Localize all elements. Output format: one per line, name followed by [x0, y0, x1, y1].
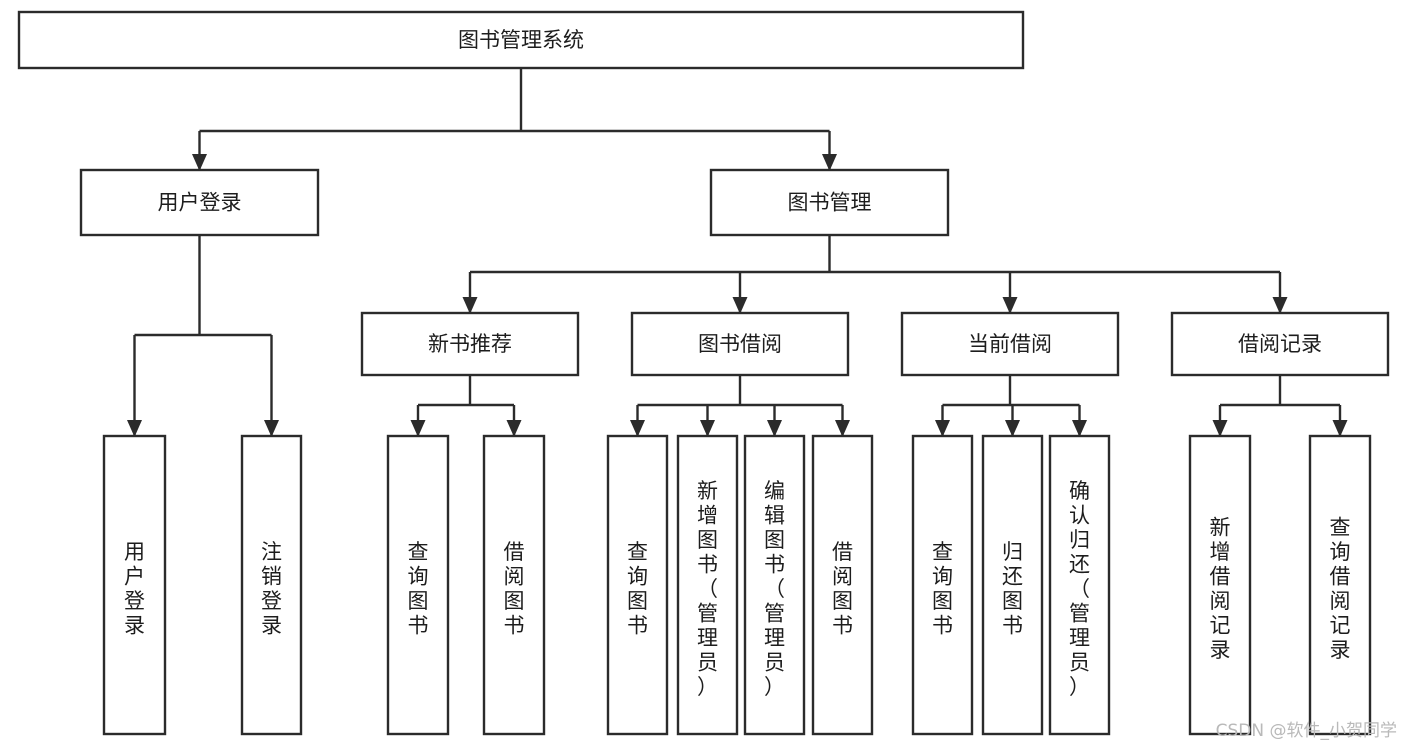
link-borrow-record-arrow-0	[1212, 420, 1228, 437]
node-box-book-borrow	[630, 311, 850, 377]
node-borrow-book-2[interactable]: 借阅图书	[811, 434, 874, 736]
node-label-root: 图书管理系统	[458, 28, 584, 52]
link-book-manage-arrow-1	[732, 297, 748, 314]
node-box-borrow-book-1	[482, 434, 546, 736]
node-query-borrow-record[interactable]: 查询借阅记录	[1308, 434, 1372, 736]
node-box-new-book-recommend	[360, 311, 580, 377]
node-label-confirm-return-admin: 确认归还（管理员）	[1069, 479, 1090, 699]
node-label-book-manage: 图书管理	[788, 191, 872, 215]
node-box-user-logout	[240, 434, 303, 736]
node-boxes-layer: 图书管理系统用户登录用户登录注销登录图书管理新书推荐查询图书借阅图书图书借阅查询…	[17, 10, 1390, 736]
node-edit-book-admin[interactable]: 编辑图书（管理员）	[743, 434, 806, 736]
node-box-book-manage	[709, 168, 950, 237]
link-book-manage-arrow-2	[1002, 297, 1018, 314]
link-current-borrow-arrow-1	[1005, 420, 1020, 437]
node-label-user-logout: 注销登录	[261, 540, 282, 638]
node-box-confirm-return-admin	[1048, 434, 1111, 736]
link-book-borrow-arrow-1	[700, 420, 715, 437]
node-label-current-borrow: 当前借阅	[968, 332, 1052, 356]
node-return-book[interactable]: 归还图书	[981, 434, 1044, 736]
node-query-book-1[interactable]: 查询图书	[386, 434, 450, 736]
node-user-login-do[interactable]: 用户登录	[102, 434, 167, 736]
link-user-login-arrow-1	[264, 420, 279, 437]
link-current-borrow-arrow-0	[935, 420, 950, 437]
node-label-user-login-do: 用户登录	[124, 540, 145, 638]
node-label-query-borrow-record: 查询借阅记录	[1330, 516, 1351, 663]
node-box-query-book-3	[911, 434, 974, 736]
node-new-book-recommend[interactable]: 新书推荐	[360, 311, 580, 377]
node-box-query-borrow-record	[1308, 434, 1372, 736]
node-box-current-borrow	[900, 311, 1120, 377]
node-confirm-return-admin[interactable]: 确认归还（管理员）	[1048, 434, 1111, 736]
node-current-borrow[interactable]: 当前借阅	[900, 311, 1120, 377]
node-book-borrow[interactable]: 图书借阅	[630, 311, 850, 377]
link-book-manage-arrow-0	[462, 297, 478, 314]
link-user-login-arrow-0	[127, 420, 142, 437]
connector-links-layer	[127, 68, 1348, 437]
node-query-book-2[interactable]: 查询图书	[606, 434, 669, 736]
node-label-query-book-2: 查询图书	[627, 540, 648, 638]
node-label-user-login: 用户登录	[158, 191, 242, 215]
node-book-manage[interactable]: 图书管理	[709, 168, 950, 237]
link-book-borrow-arrow-0	[630, 420, 645, 437]
link-new-book-recommend-arrow-0	[410, 420, 426, 437]
link-current-borrow-arrow-2	[1072, 420, 1087, 437]
link-book-borrow-arrow-3	[835, 420, 850, 437]
node-label-add-borrow-record: 新增借阅记录	[1210, 516, 1231, 663]
node-box-query-book-2	[606, 434, 669, 736]
node-box-user-login-do	[102, 434, 167, 736]
node-query-book-3[interactable]: 查询图书	[911, 434, 974, 736]
node-label-query-book-3: 查询图书	[932, 540, 953, 638]
node-label-add-book-admin: 新增图书（管理员）	[697, 479, 718, 699]
node-label-new-book-recommend: 新书推荐	[428, 332, 512, 356]
link-borrow-record-arrow-1	[1332, 420, 1348, 437]
node-box-query-book-1	[386, 434, 450, 736]
node-label-borrow-book-1: 借阅图书	[504, 540, 525, 638]
node-box-return-book	[981, 434, 1044, 736]
node-label-query-book-1: 查询图书	[408, 540, 429, 638]
link-book-manage-arrow-3	[1272, 297, 1288, 314]
node-add-borrow-record[interactable]: 新增借阅记录	[1188, 434, 1252, 736]
link-book-borrow-arrow-2	[767, 420, 782, 437]
node-borrow-book-1[interactable]: 借阅图书	[482, 434, 546, 736]
node-add-book-admin[interactable]: 新增图书（管理员）	[676, 434, 739, 736]
link-root-arrow-0	[192, 154, 207, 171]
node-box-add-borrow-record	[1188, 434, 1252, 736]
node-box-user-login	[79, 168, 320, 237]
node-label-book-borrow: 图书借阅	[698, 332, 782, 356]
node-box-add-book-admin	[676, 434, 739, 736]
node-box-borrow-record	[1170, 311, 1390, 377]
node-box-borrow-book-2	[811, 434, 874, 736]
node-user-login[interactable]: 用户登录	[79, 168, 320, 237]
node-label-borrow-book-2: 借阅图书	[832, 540, 853, 638]
link-new-book-recommend-arrow-1	[506, 420, 522, 437]
node-borrow-record[interactable]: 借阅记录	[1170, 311, 1390, 377]
node-box-edit-book-admin	[743, 434, 806, 736]
node-label-return-book: 归还图书	[1002, 540, 1023, 638]
link-root-arrow-1	[822, 154, 837, 171]
node-user-logout[interactable]: 注销登录	[240, 434, 303, 736]
node-label-borrow-record: 借阅记录	[1238, 332, 1322, 356]
node-label-edit-book-admin: 编辑图书（管理员）	[764, 479, 785, 699]
node-box-root	[17, 10, 1025, 70]
csdn-watermark: CSDN @软件_小贺同学	[1215, 721, 1397, 741]
node-root[interactable]: 图书管理系统	[17, 10, 1025, 70]
